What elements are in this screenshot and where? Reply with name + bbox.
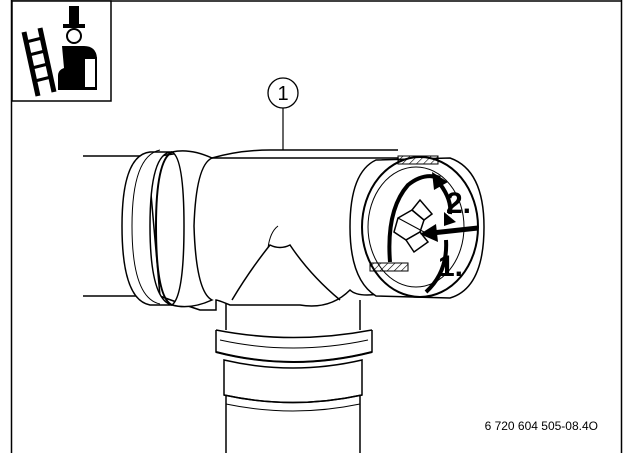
vertical-pipe: [215, 300, 373, 453]
seal-bottom: [369, 262, 409, 272]
ladder-icon: [21, 27, 57, 97]
inspection-cover: [349, 155, 485, 299]
rotate-arrow: [387, 172, 456, 294]
seal-top: [397, 155, 439, 165]
chimney-sweep-with-ladder-icon: [11, 0, 112, 102]
top-hat-icon: [63, 6, 85, 28]
figure-reference-code: 6 720 604 505-08.4O: [485, 419, 598, 433]
head-icon: [66, 28, 82, 44]
callout-number: 1: [277, 83, 288, 105]
cover-handle: [393, 198, 434, 254]
callout-1: 1: [267, 77, 299, 150]
push-arrow: [420, 224, 479, 242]
left-socket: [121, 149, 214, 308]
t-piece-body: [147, 149, 399, 311]
step-2-label: 2.: [446, 187, 471, 220]
step-1-label: 1.: [438, 250, 463, 283]
